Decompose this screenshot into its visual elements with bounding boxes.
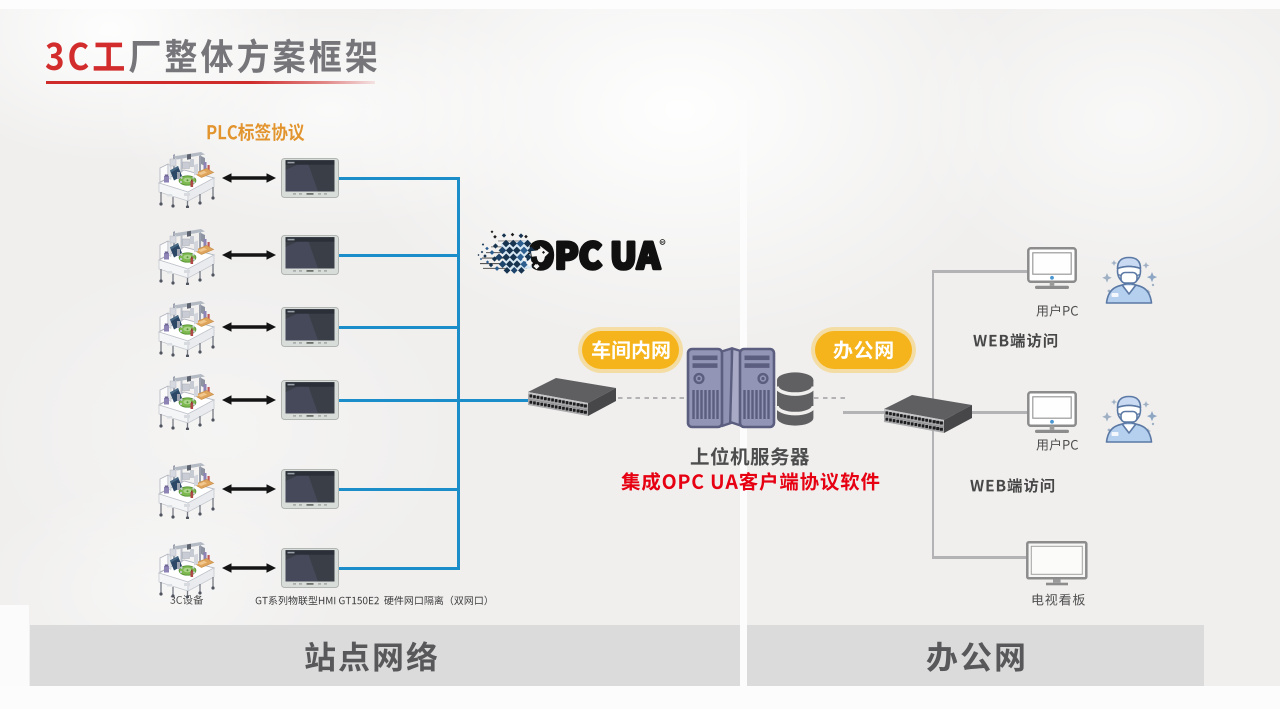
svg-text:R: R xyxy=(661,241,664,245)
